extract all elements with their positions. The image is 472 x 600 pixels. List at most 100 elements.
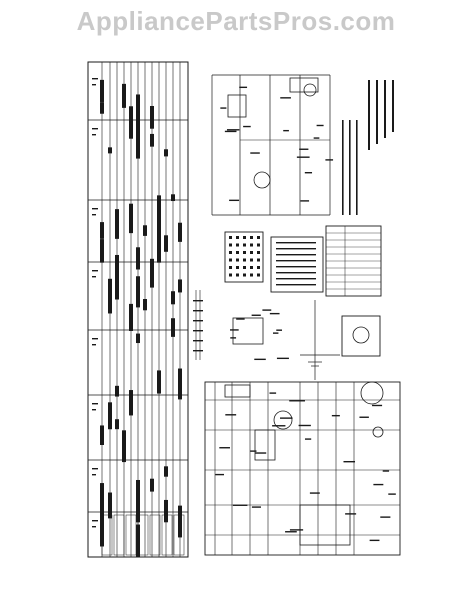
- note-text-line: [349, 120, 351, 215]
- row-label-mark: [92, 526, 96, 528]
- wire-label-mark: [289, 529, 304, 531]
- site-watermark: AppliancePartsPros.com: [76, 6, 396, 36]
- header-cell: [149, 514, 161, 556]
- motor-label-mark: [220, 107, 227, 109]
- row-label-mark: [92, 403, 98, 405]
- legend-line: [276, 278, 316, 280]
- wire-label-mark: [232, 504, 248, 506]
- row-label-mark: [92, 128, 98, 130]
- terminal-label-mark: [276, 357, 289, 360]
- wire-label-mark: [269, 392, 277, 394]
- switch-state-bar: [178, 222, 182, 242]
- grid-dot: [250, 251, 253, 254]
- grid-dot: [250, 266, 253, 269]
- relay-circle: [303, 83, 317, 97]
- switch-state-bar: [100, 505, 104, 519]
- wire-label-mark: [215, 473, 225, 476]
- grid-dot: [250, 243, 253, 247]
- terminal-label-mark: [272, 332, 279, 334]
- legend-line: [276, 266, 316, 268]
- switch-state-bar: [136, 333, 140, 344]
- switch-state-bar: [157, 370, 161, 385]
- switch-state-bar: [136, 276, 140, 308]
- grid-dot: [229, 251, 232, 254]
- terminal-block: [230, 300, 381, 380]
- grid-dot: [229, 258, 232, 262]
- motor-label-mark: [250, 152, 260, 154]
- grid-dot: [243, 258, 246, 262]
- header-cell: [173, 514, 185, 556]
- motor-label-mark: [313, 137, 320, 139]
- switch-state-bar: [115, 385, 119, 397]
- switch-state-bar: [164, 149, 168, 157]
- legend-line: [276, 248, 316, 250]
- row-label-mark: [92, 474, 96, 476]
- terminal-label-mark: [230, 337, 237, 339]
- motor-label-mark: [304, 172, 313, 174]
- grid-dot: [257, 273, 260, 277]
- grid-dot: [229, 273, 232, 277]
- grid-dot: [243, 251, 246, 254]
- row-label-mark: [92, 520, 98, 522]
- grid-dot: [243, 236, 246, 239]
- motor-label-mark: [229, 199, 240, 202]
- switch-state-bar: [136, 128, 140, 159]
- legend-box: [224, 225, 382, 297]
- timer-sequence-chart: [193, 290, 203, 360]
- wire-label-mark: [251, 506, 261, 508]
- plug-circle: [352, 326, 370, 344]
- motor-circle: [360, 381, 384, 405]
- switch-state-bar: [100, 102, 104, 114]
- switch-state-bar: [143, 225, 147, 236]
- terminal-label-mark: [276, 329, 283, 331]
- grid-dot: [229, 243, 232, 247]
- relay-box: [227, 94, 247, 118]
- grid-dot: [257, 236, 260, 239]
- grid-dot: [243, 273, 246, 277]
- terminal-label-mark: [254, 358, 266, 361]
- terminal-label-mark: [236, 318, 245, 320]
- legend-line: [276, 284, 316, 286]
- header-cell: [113, 514, 125, 556]
- grid-dot: [257, 258, 260, 262]
- motor-label-mark: [283, 129, 289, 132]
- switch-state-bar: [136, 247, 140, 270]
- grid-dot: [257, 243, 260, 247]
- motor-label-mark: [243, 125, 251, 128]
- motor-label-mark: [300, 200, 310, 202]
- legend-line: [276, 260, 316, 262]
- wire-label-mark: [373, 483, 384, 486]
- grid-dot: [257, 266, 260, 269]
- grid-dot: [250, 273, 253, 277]
- wire-label-mark: [369, 539, 380, 542]
- motor-label-mark: [325, 159, 334, 161]
- switch-state-bar: [129, 203, 133, 234]
- switch-state-bar: [171, 291, 175, 305]
- terminal-label-mark: [269, 312, 280, 315]
- legend-box-frame: [270, 236, 324, 293]
- grid-dot: [236, 266, 239, 269]
- header-cell: [137, 514, 149, 556]
- wire-label-mark: [309, 492, 320, 494]
- switch-state-bar: [108, 147, 112, 154]
- legend-line: [276, 254, 316, 256]
- wire-label-mark: [331, 414, 340, 417]
- switch-state-bar: [100, 425, 104, 445]
- wire-label-mark: [289, 400, 305, 402]
- water-valve-box: [254, 429, 276, 461]
- wire-label-mark: [298, 424, 311, 427]
- switch-state-bar: [115, 254, 119, 282]
- title-block: [342, 80, 394, 215]
- switch-state-bar: [129, 303, 133, 331]
- wire-label-mark: [225, 414, 237, 416]
- motor-label-mark: [239, 86, 248, 89]
- splice-box: [232, 317, 264, 345]
- switch-state-bar: [150, 133, 154, 147]
- motor-label-mark: [226, 129, 240, 131]
- capacitor-circle: [253, 171, 271, 189]
- note-text-line: [342, 120, 344, 215]
- switch-state-bar: [100, 239, 104, 263]
- schematic-frame: [204, 381, 401, 556]
- grid-dot: [250, 236, 253, 239]
